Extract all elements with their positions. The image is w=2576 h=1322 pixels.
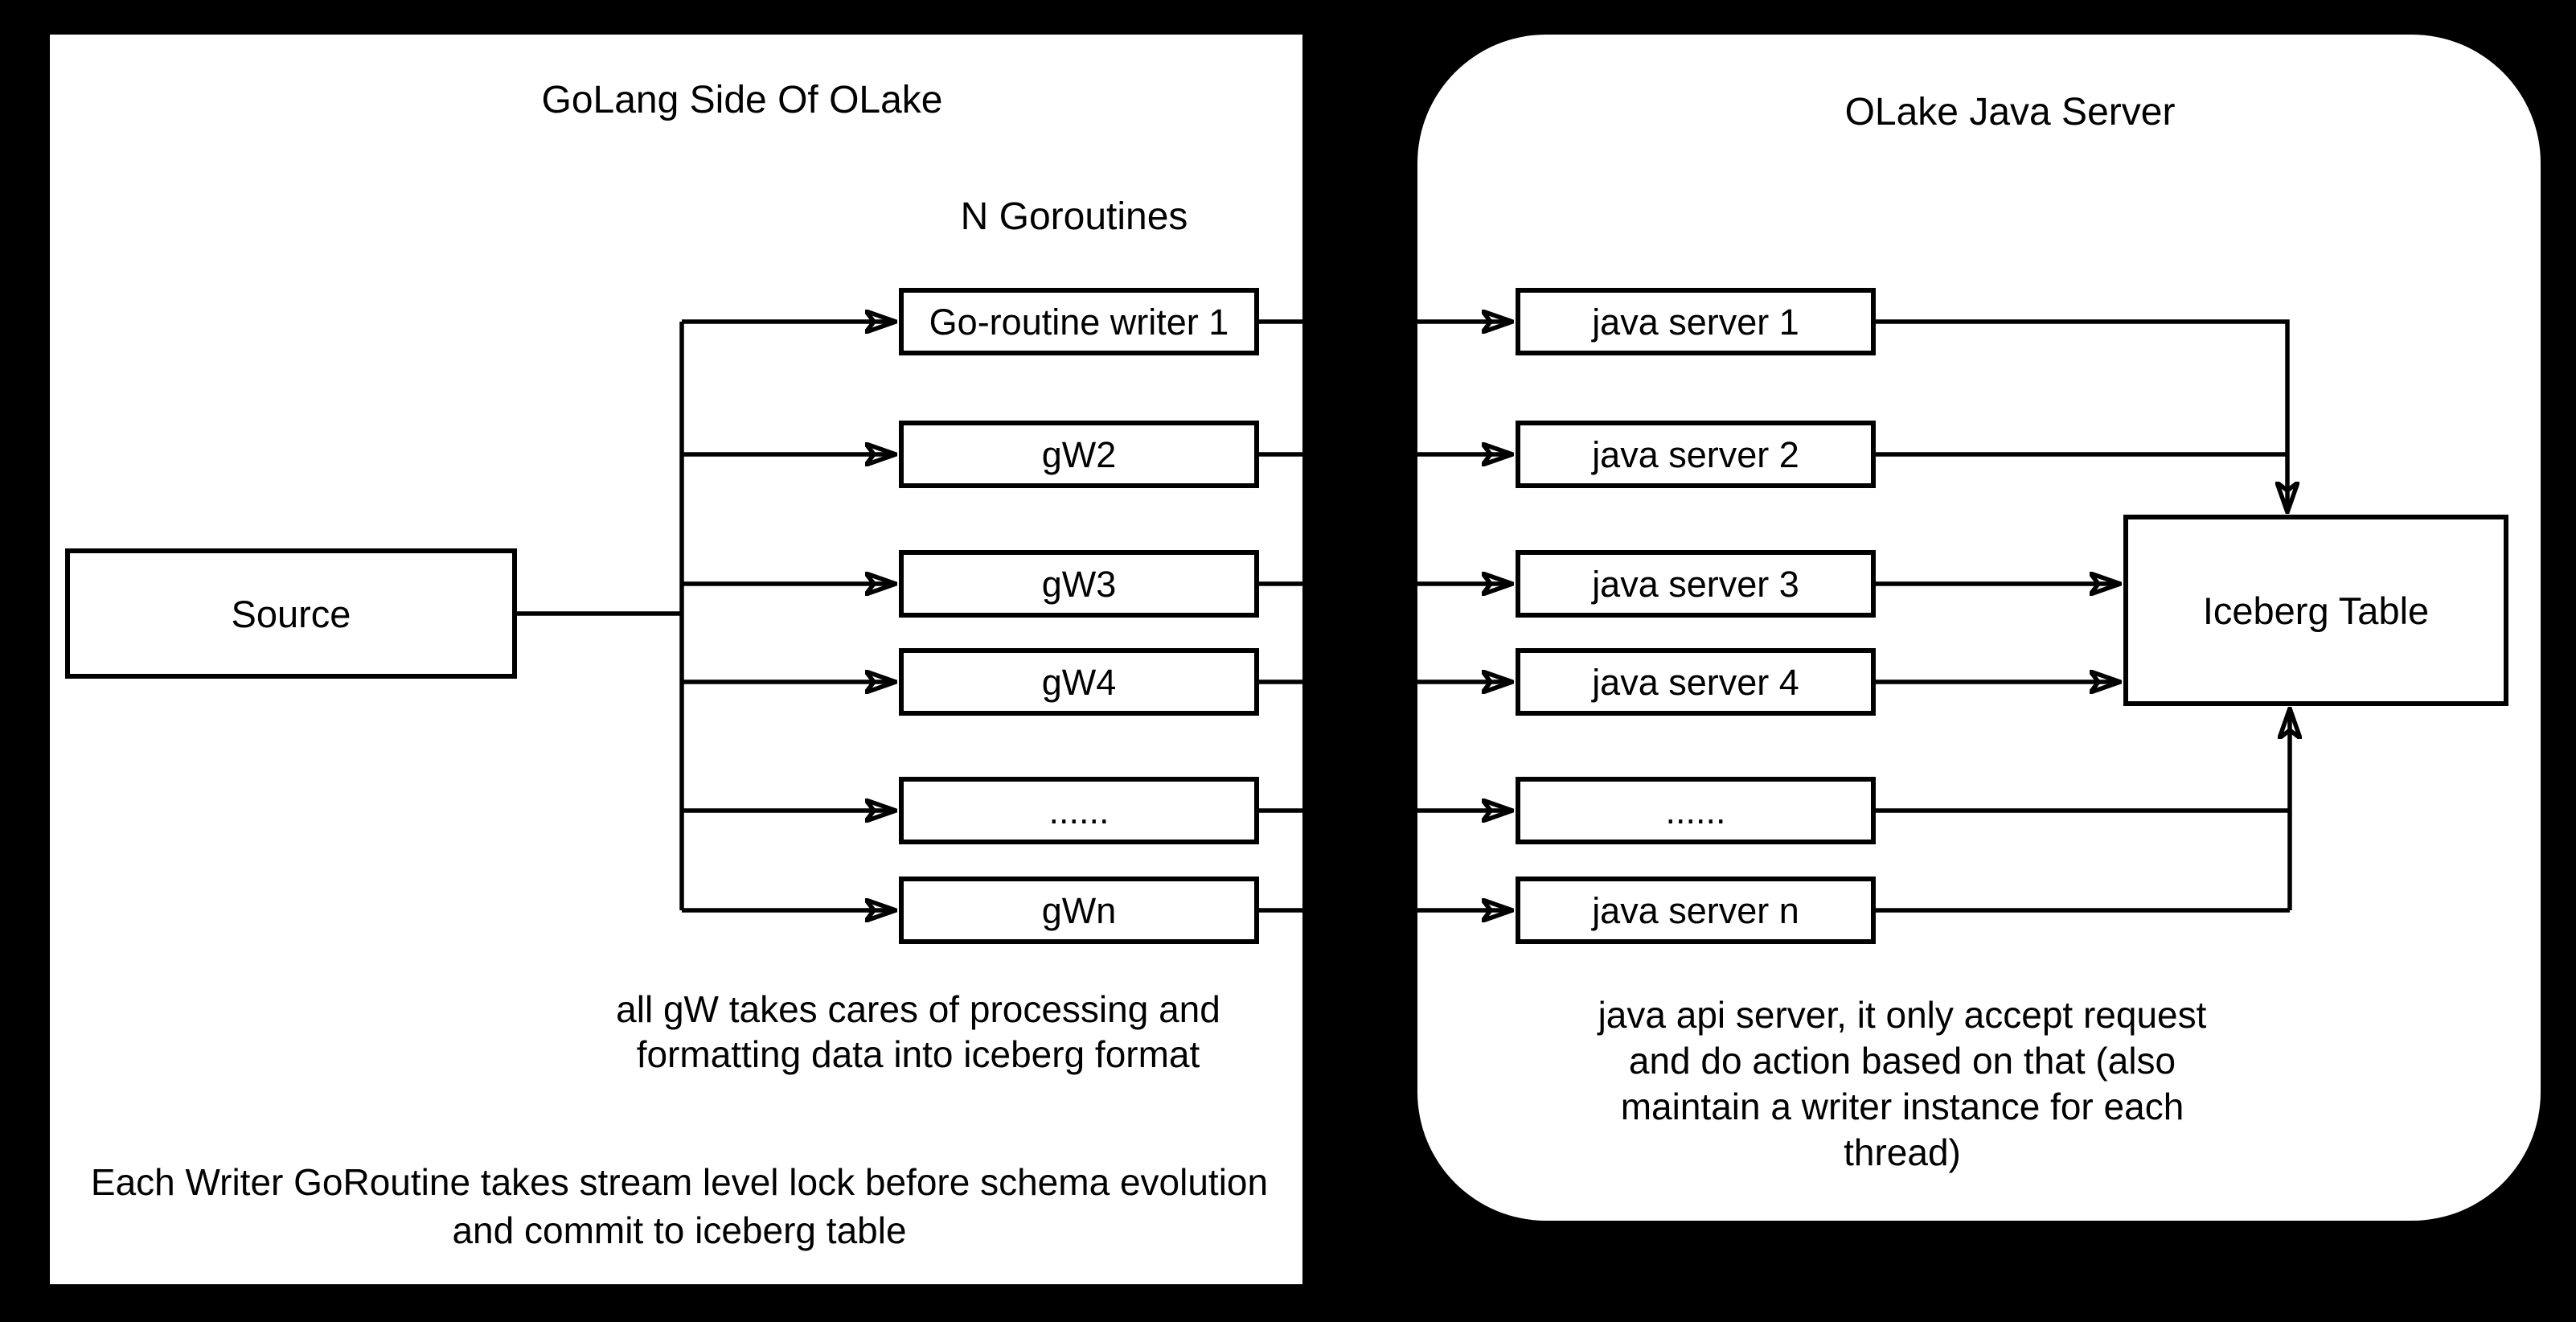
java-server-4-box: java server 4 <box>1516 648 1876 716</box>
java-server-1-box: java server 1 <box>1516 288 1876 355</box>
java-server-2-box: java server 2 <box>1516 421 1876 488</box>
java-server-1-label: java server 1 <box>1592 301 1799 343</box>
java-ellipsis-label: ...... <box>1665 790 1726 831</box>
gw2-box: gW2 <box>899 421 1259 488</box>
java-api-note-line2: and do action based on that (also <box>1628 1040 2176 1082</box>
java-server-2-label: java server 2 <box>1592 433 1799 475</box>
gw2-label: gW2 <box>1041 433 1117 475</box>
gw-processing-note-line1: all gW takes cares of processing and <box>616 988 1220 1030</box>
java-api-note-line1: java api server, it only accept request <box>1598 994 2207 1036</box>
java-server-n-box: java server n <box>1516 877 1876 944</box>
writer-lock-note: Each Writer GoRoutine takes stream level… <box>91 1158 1268 1254</box>
java-server-3-label: java server 3 <box>1592 563 1799 605</box>
java-server-4-label: java server 4 <box>1592 661 1799 703</box>
java-api-note-line4: thread) <box>1844 1131 1961 1173</box>
golang-panel-title: GoLang Side Of OLake <box>541 79 943 121</box>
gw3-box: gW3 <box>899 550 1259 618</box>
gwn-box: gWn <box>899 877 1259 944</box>
gw-processing-note-line2: formatting data into iceberg format <box>636 1033 1200 1075</box>
java-api-note: java api server, it only accept request … <box>1598 992 2207 1176</box>
gw4-box: gW4 <box>899 648 1259 716</box>
source-box-label: Source <box>231 592 351 635</box>
source-box: Source <box>65 548 517 679</box>
goroutine-writer-1-label: Go-routine writer 1 <box>929 301 1229 343</box>
java-panel-title: OLake Java Server <box>1844 91 2176 133</box>
gwn-label: gWn <box>1041 889 1117 931</box>
java-ellipsis-box: ...... <box>1516 777 1876 844</box>
gw4-label: gW4 <box>1041 661 1117 703</box>
gw3-label: gW3 <box>1041 563 1117 605</box>
java1-to-iceberg-arrow <box>1876 319 2287 512</box>
java-server-3-box: java server 3 <box>1516 550 1876 618</box>
goroutine-writer-1-box: Go-routine writer 1 <box>899 288 1259 355</box>
writer-lock-note-line1: Each Writer GoRoutine takes stream level… <box>90 1161 1269 1203</box>
n-goroutines-label: N Goroutines <box>960 195 1188 238</box>
writer-lock-note-line2: and commit to iceberg table <box>452 1209 907 1251</box>
gw-ellipsis-label: ...... <box>1048 790 1110 831</box>
iceberg-table-box: Iceberg Table <box>2123 515 2508 706</box>
java-api-note-line3: maintain a writer instance for each <box>1620 1086 2184 1127</box>
iceberg-table-label: Iceberg Table <box>2202 589 2430 632</box>
java-server-n-label: java server n <box>1592 889 1799 931</box>
gw-processing-note: all gW takes cares of processing and for… <box>616 987 1220 1077</box>
gw-ellipsis-box: ...... <box>899 777 1259 844</box>
